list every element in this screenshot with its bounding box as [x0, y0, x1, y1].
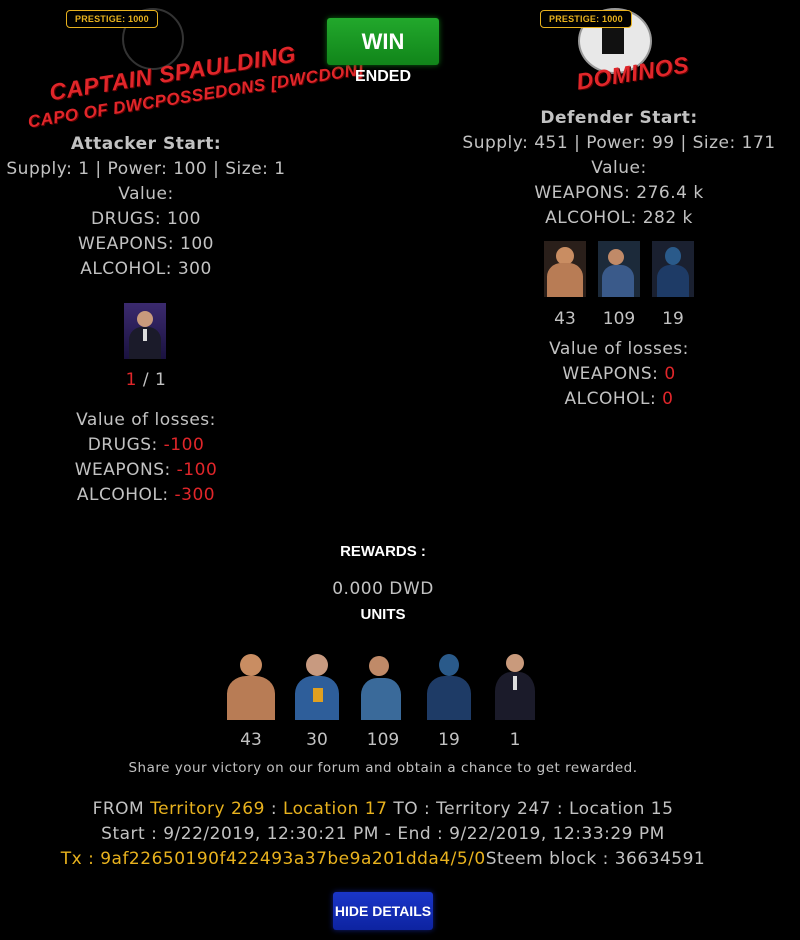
attacker-stats: Supply: 1 | Power: 100 | Size: 1 — [6, 159, 286, 179]
reward-unit-dapper — [487, 648, 543, 720]
reward-unit-bartender — [289, 648, 345, 720]
battle-status: ENDED — [354, 68, 411, 85]
attacker-losses: Value of losses: DRUGS: -100 WEAPONS: -1… — [0, 408, 292, 508]
attacker-start-label: Attacker Start: — [70, 134, 222, 154]
reward-count-2: 109 — [366, 730, 400, 750]
defender-loss-weapons: WEAPONS: 0 — [562, 364, 676, 384]
reward-unit-drinker — [355, 648, 411, 720]
route-info: FROM Territory 269 : Location 17 TO : Te… — [0, 797, 766, 872]
defender-value-weapons: WEAPONS: 276.4 k — [534, 183, 704, 203]
rewards-label: REWARDS : — [340, 543, 426, 560]
reward-count-4: 1 — [509, 730, 521, 750]
defender-losses: Value of losses: WEAPONS: 0 ALCOHOL: 0 — [460, 337, 778, 412]
units-label: UNITS — [360, 606, 406, 623]
reward-count-0: 43 — [240, 730, 262, 750]
result-badge: WIN — [327, 18, 439, 65]
attacker-unit-card — [124, 303, 166, 359]
defender-count-0: 43 — [554, 309, 576, 329]
defender-unit-drinker — [598, 241, 640, 297]
reward-count-3: 19 — [438, 730, 460, 750]
defender-column: Defender Start: Supply: 451 | Power: 99 … — [460, 106, 778, 231]
route-line: FROM Territory 269 : Location 17 TO : Te… — [92, 799, 674, 819]
attacker-avatar — [122, 8, 184, 70]
attacker-prestige-badge: PRESTIGE: 1000 — [66, 10, 158, 28]
defender-stats: Supply: 451 | Power: 99 | Size: 171 — [462, 133, 776, 153]
defender-count-1: 109 — [602, 309, 636, 329]
from-territory-link[interactable]: Territory 269 — [150, 799, 265, 819]
attacker-losses-label: Value of losses: — [76, 410, 216, 430]
reward-unit-brute — [223, 648, 279, 720]
rewards-amount: 0.000 DWD — [332, 579, 434, 599]
defender-unit-ninja — [652, 241, 694, 297]
tx-link[interactable]: 9af22650190f422493a37be9a201dda4/5/0 — [100, 849, 486, 869]
defender-value-label: Value: — [591, 158, 647, 178]
attacker-loss-alcohol: ALCOHOL: -300 — [76, 485, 216, 505]
attacker-value-weapons: WEAPONS: 100 — [78, 234, 214, 254]
tx-line: Tx : 9af22650190f422493a37be9a201dda4/5/… — [60, 849, 706, 869]
attacker-unit-count: 1 / 1 — [125, 370, 167, 390]
defender-prestige-badge: PRESTIGE: 1000 — [540, 10, 632, 28]
defender-unit-brute — [544, 241, 586, 297]
hide-details-button[interactable]: HIDE DETAILS — [333, 892, 433, 930]
defender-start-label: Defender Start: — [540, 108, 698, 128]
attacker-value-drugs: DRUGS: 100 — [91, 209, 201, 229]
defender-losses-label: Value of losses: — [549, 339, 689, 359]
attacker-loss-weapons: WEAPONS: -100 — [74, 460, 218, 480]
reward-unit-ninja — [421, 648, 477, 720]
steem-block: Steem block : 36634591 — [485, 849, 706, 869]
share-text: Share your victory on our forum and obta… — [128, 760, 638, 776]
attacker-value-label: Value: — [118, 184, 174, 204]
reward-count-1: 30 — [306, 730, 328, 750]
defender-count-2: 19 — [662, 309, 684, 329]
defender-value-alcohol: ALCOHOL: 282 k — [545, 208, 693, 228]
from-location-link[interactable]: Location 17 — [282, 799, 388, 819]
defender-loss-alcohol: ALCOHOL: 0 — [564, 389, 674, 409]
attacker-column: Attacker Start: Supply: 1 | Power: 100 |… — [0, 132, 292, 282]
battle-times: Start : 9/22/2019, 12:30:21 PM - End : 9… — [101, 824, 665, 844]
attacker-value-alcohol: ALCOHOL: 300 — [80, 259, 212, 279]
attacker-loss-drugs: DRUGS: -100 — [87, 435, 205, 455]
